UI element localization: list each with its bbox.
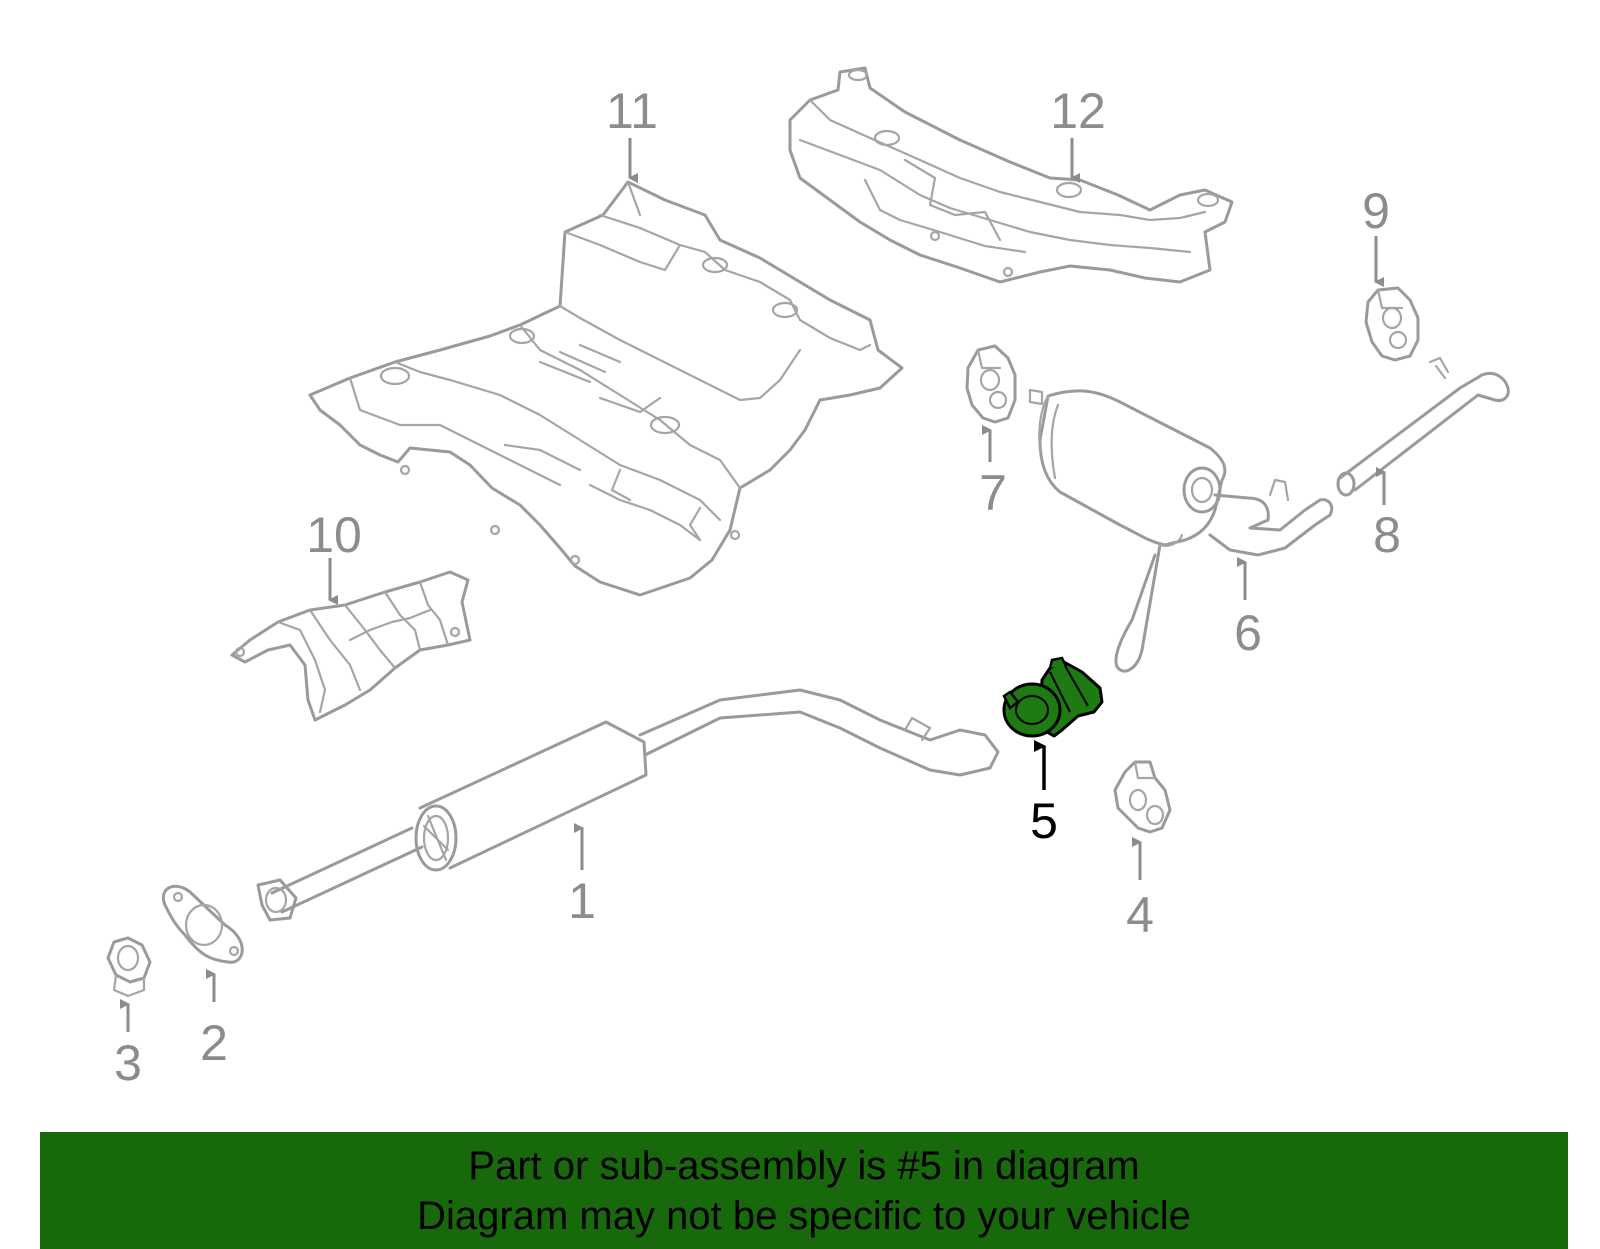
callout-8: 8 bbox=[1373, 467, 1401, 563]
part-2-gasket[interactable] bbox=[161, 884, 244, 964]
callout-3: 3 bbox=[114, 999, 142, 1091]
info-banner: Part or sub-assembly is #5 in diagram Di… bbox=[40, 1132, 1568, 1249]
callout-9: 9 bbox=[1362, 183, 1390, 287]
part-11-heat-shield[interactable] bbox=[308, 180, 904, 597]
part-6-rear-muffler[interactable] bbox=[1028, 388, 1334, 673]
callout-10: 10 bbox=[306, 507, 362, 605]
callout-7: 7 bbox=[979, 425, 1007, 521]
banner-line-part-number: Part or sub-assembly is #5 in diagram bbox=[468, 1143, 1140, 1188]
svg-text:4: 4 bbox=[1126, 887, 1154, 943]
svg-text:5: 5 bbox=[1030, 793, 1058, 849]
svg-text:8: 8 bbox=[1373, 507, 1401, 563]
part-5-exhaust-clamp[interactable] bbox=[1002, 656, 1104, 738]
svg-text:1: 1 bbox=[568, 873, 596, 929]
callout-4: 4 bbox=[1126, 837, 1154, 943]
svg-text:9: 9 bbox=[1362, 183, 1390, 239]
part-8-tail-pipe[interactable] bbox=[1336, 356, 1510, 497]
part-4-hanger[interactable] bbox=[1113, 760, 1172, 834]
svg-text:7: 7 bbox=[979, 465, 1007, 521]
callout-12: 12 bbox=[1050, 83, 1106, 183]
banner-line-disclaimer: Diagram may not be specific to your vehi… bbox=[417, 1193, 1191, 1238]
part-12-heat-shield[interactable] bbox=[788, 66, 1234, 284]
part-10-heat-shield[interactable] bbox=[230, 570, 472, 722]
svg-text:2: 2 bbox=[200, 1015, 228, 1071]
callout-1: 1 bbox=[568, 823, 596, 929]
callout-5-highlighted: 5 bbox=[1030, 740, 1058, 849]
svg-text:3: 3 bbox=[114, 1035, 142, 1091]
part-9-hanger[interactable] bbox=[1364, 286, 1420, 362]
part-1-front-pipe-resonator[interactable] bbox=[256, 688, 1000, 922]
part-3-nut[interactable] bbox=[106, 936, 152, 998]
callout-6: 6 bbox=[1234, 557, 1262, 661]
svg-text:12: 12 bbox=[1050, 83, 1106, 139]
part-7-hanger[interactable] bbox=[965, 344, 1017, 424]
svg-text:10: 10 bbox=[306, 507, 362, 563]
svg-text:11: 11 bbox=[606, 83, 658, 139]
callout-2: 2 bbox=[200, 969, 228, 1071]
callout-11: 11 bbox=[606, 83, 658, 183]
svg-text:6: 6 bbox=[1234, 605, 1262, 661]
